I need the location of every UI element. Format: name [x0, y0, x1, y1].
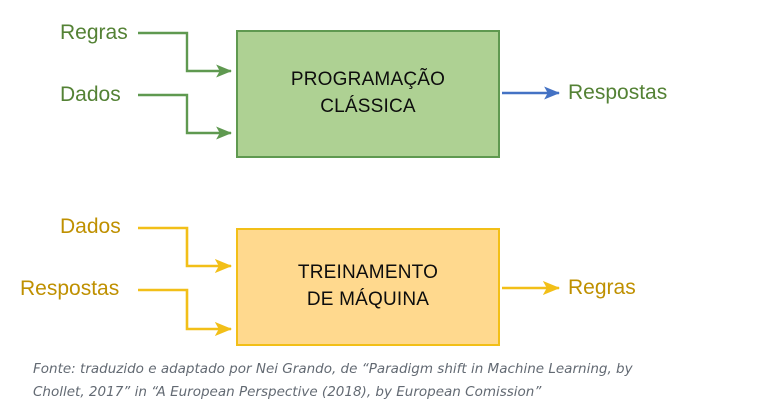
- process-box-ml-label-line2: DE MÁQUINA: [306, 289, 430, 310]
- output-label-regras-ml: Regras: [568, 276, 636, 299]
- source-caption-line2: Chollet, 2017” in “A European Perspectiv…: [33, 384, 542, 401]
- source-caption: Fonte: traduzido e adaptado por Nei Gran…: [33, 358, 733, 404]
- connector-dados-to-ml: [138, 226, 233, 274]
- connector-dados-to-classical: [138, 93, 232, 140]
- process-box-classical-programming: PROGRAMAÇÃO CLÁSSICA: [236, 30, 500, 158]
- input-label-dados-ml: Dados: [60, 215, 121, 238]
- output-label-respostas-classical: Respostas: [568, 81, 668, 104]
- source-caption-line1: Fonte: traduzido e adaptado por Nei Gran…: [33, 361, 633, 377]
- connector-respostas-to-ml: [138, 288, 233, 337]
- input-label-respostas-ml: Respostas: [20, 277, 120, 300]
- input-label-dados-classical: Dados: [60, 83, 121, 106]
- process-box-machine-learning: TREINAMENTO DE MÁQUINA: [236, 228, 500, 346]
- input-label-regras-classical: Regras: [60, 21, 128, 44]
- process-box-classical-label-line1: PROGRAMAÇÃO: [290, 69, 446, 91]
- process-box-ml-label-line1: TREINAMENTO: [297, 262, 439, 284]
- process-box-classical-label-line2: CLÁSSICA: [320, 96, 416, 117]
- connector-regras-to-classical: [138, 31, 232, 78]
